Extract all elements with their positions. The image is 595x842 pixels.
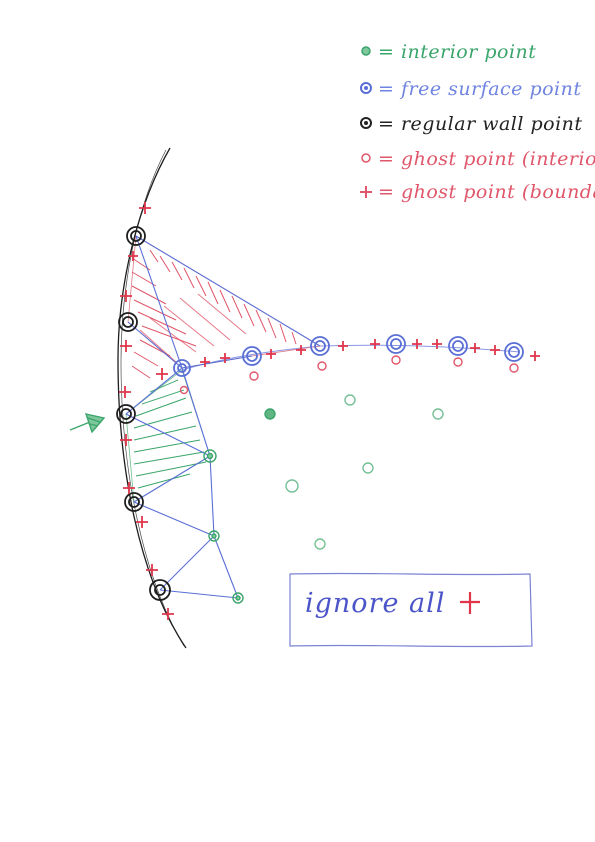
- ghost-point-boundary: [470, 343, 480, 353]
- ghost-point-interior: [509, 363, 519, 373]
- interior-point: [285, 479, 299, 493]
- free-surface-point: [504, 342, 524, 362]
- ghost-point-boundary: [432, 339, 442, 349]
- legend-text-wall: = regular wall point: [378, 113, 583, 135]
- ghost-point-interior: [317, 361, 327, 371]
- ghost-interior-symbol: [361, 153, 371, 163]
- wall-curve-second-stroke: [120, 149, 185, 647]
- interior-point: [232, 592, 244, 604]
- ghost-point-boundary: [490, 345, 500, 355]
- note-box-border: [289, 572, 533, 648]
- wall-curve: [117, 147, 187, 649]
- free-surface-point: [448, 336, 468, 356]
- legend-item-free-surface-point: = free surface point: [360, 78, 582, 100]
- legend-text-interior: = interior point: [378, 41, 536, 63]
- interior-points: [203, 394, 444, 604]
- interior-point: [264, 408, 276, 420]
- legend-item-ghost-interior: = ghost point (interior): [361, 148, 595, 170]
- legend-text-ghost-interior: = ghost point (interior): [378, 148, 595, 170]
- ghost-point-interior: [179, 385, 189, 395]
- legend-item-interior-point: = interior point: [361, 41, 536, 63]
- free-surface-point: [173, 359, 191, 377]
- wall-point: [118, 312, 138, 332]
- ghost-point-boundary: [120, 340, 132, 352]
- ghost-point-interior: [249, 371, 259, 381]
- ghost-point-boundary: [120, 290, 132, 302]
- ghost-boundary-points: [119, 202, 540, 620]
- wall-point: [149, 579, 171, 601]
- legend-item-ghost-boundary: = ghost point (boundary): [360, 181, 595, 203]
- interior-point: [208, 530, 220, 542]
- wall-point: [116, 404, 136, 424]
- ghost-point-boundary: [200, 357, 210, 367]
- interior-point: [344, 394, 356, 406]
- free-surface-points: [173, 334, 524, 377]
- ghost-interior-points: [179, 355, 519, 395]
- ghost-point-boundary: [123, 482, 135, 494]
- legend: = interior point = free surface point = …: [360, 41, 595, 203]
- red-region-outline: [127, 235, 322, 369]
- free-surface-point-symbol: [360, 82, 372, 94]
- wall-point: [124, 492, 144, 512]
- ghost-point-boundary: [162, 608, 174, 620]
- note-text: ignore all: [305, 588, 445, 619]
- interior-point: [362, 462, 374, 474]
- arrow-icon: [69, 413, 106, 434]
- ghost-point-boundary: [370, 339, 380, 349]
- legend-text-ghost-boundary: = ghost point (boundary): [378, 181, 595, 203]
- interior-point: [203, 449, 217, 463]
- free-surface-point: [310, 336, 330, 356]
- interior-point-symbol: [361, 46, 371, 56]
- ghost-point-boundary: [119, 386, 131, 398]
- ghost-point-interior: [391, 355, 401, 365]
- interior-point: [314, 538, 326, 550]
- connectivity-lines: [125, 235, 321, 599]
- interior-point: [432, 408, 444, 420]
- green-hatched-region: [125, 369, 211, 503]
- red-hatched-region: [127, 235, 322, 379]
- ghost-point-boundary: [139, 202, 151, 214]
- ghost-point-boundary: [128, 251, 138, 261]
- ghost-point-boundary: [156, 368, 168, 380]
- ghost-point-boundary: [412, 339, 422, 349]
- ghost-point-boundary: [338, 341, 348, 351]
- ghost-point-boundary: [136, 516, 148, 528]
- legend-text-free-surface: = free surface point: [378, 78, 582, 100]
- legend-item-regular-wall-point: = regular wall point: [360, 113, 583, 135]
- green-region-outline: [125, 369, 211, 503]
- ghost-point-boundary: [220, 353, 230, 363]
- wall-point: [126, 226, 146, 246]
- ghost-point-boundary: [266, 349, 276, 359]
- ghost-point-boundary: [146, 564, 158, 576]
- wall-point-symbol: [360, 117, 372, 129]
- free-surface-line: [181, 344, 521, 371]
- ghost-point-boundary: [296, 345, 306, 355]
- free-surface-point: [386, 334, 406, 354]
- note-plus-icon: [460, 592, 480, 614]
- ghost-point-interior: [453, 357, 463, 367]
- ghost-point-boundary: [120, 434, 132, 446]
- ghost-boundary-symbol: [360, 186, 372, 198]
- wall-points: [116, 226, 171, 601]
- ghost-point-boundary: [530, 351, 540, 361]
- note-box: ignore all: [289, 572, 533, 648]
- free-surface-point: [242, 346, 262, 366]
